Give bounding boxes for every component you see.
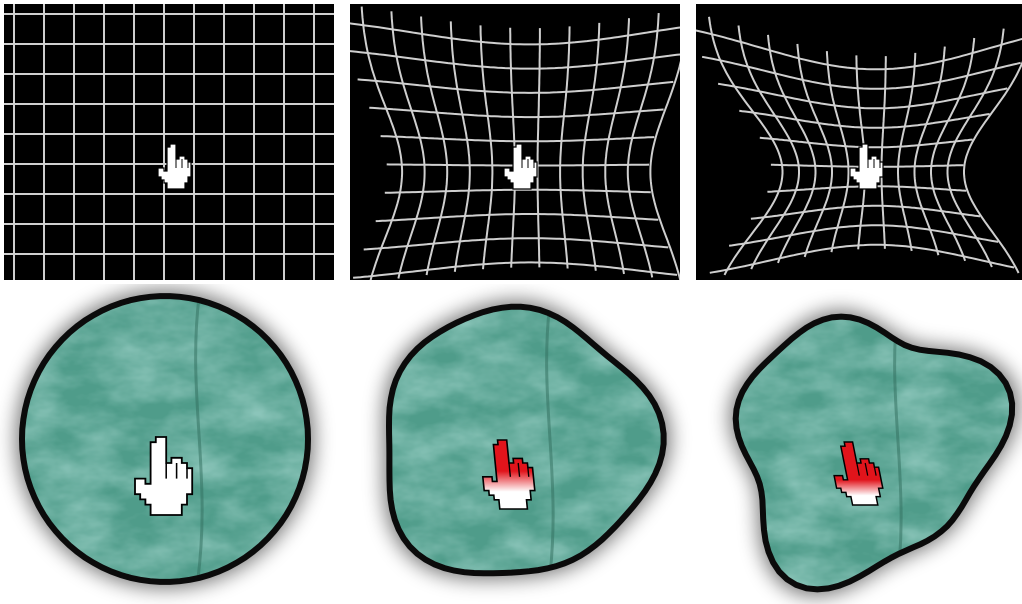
surface-blob xyxy=(5,284,325,599)
surface-row xyxy=(0,284,1022,604)
surface-blob xyxy=(704,286,1022,604)
grid-canvas xyxy=(696,4,1022,280)
crumpled-texture xyxy=(356,284,676,604)
grid-panel-undeformed xyxy=(4,4,334,280)
crumpled-texture xyxy=(704,286,1022,604)
grid-canvas xyxy=(350,4,680,280)
grid-canvas xyxy=(4,4,334,280)
surface-blob xyxy=(356,284,676,604)
grid-panel-strong-pinch xyxy=(696,4,1022,280)
grid-panel-moderate-pinch xyxy=(350,4,680,280)
